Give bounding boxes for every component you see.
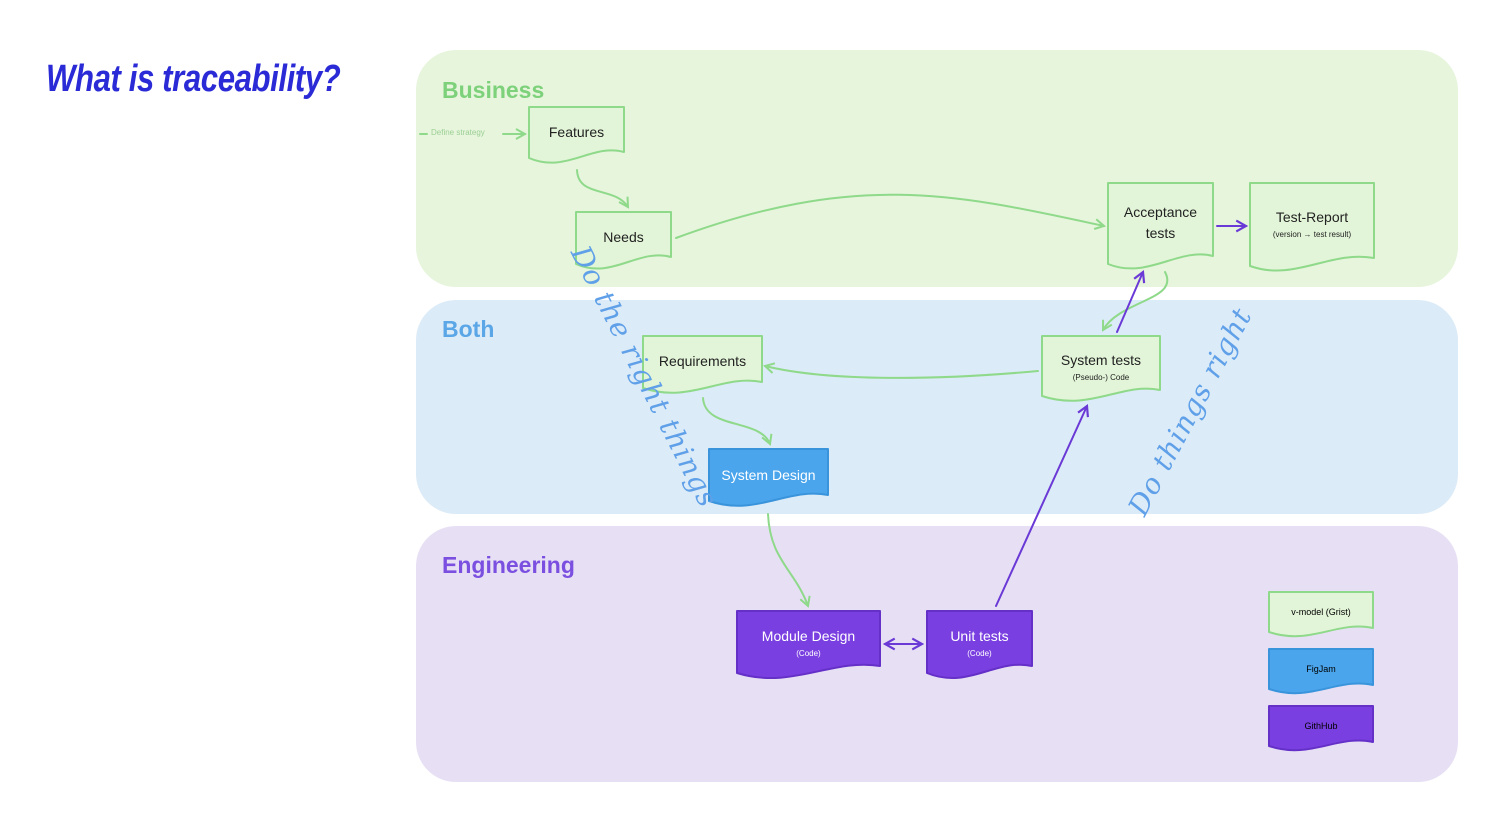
design-to-module-arrow [767,513,808,606]
system-design-node[interactable] [708,448,829,507]
legend-figjam-swatch [1268,648,1374,695]
features-to-needs-arrow [576,169,628,207]
unittests-to-systemtests-arrow [995,406,1087,607]
engineering-lane-label: Engineering [442,552,575,578]
define-strategy-label: Define strategy [431,128,485,137]
systemtests-to-acceptance-arrow [1116,272,1143,333]
legend-grist-swatch [1268,591,1374,638]
features-node[interactable] [528,106,625,164]
system-tests-node[interactable] [1041,335,1161,402]
slide-title: What is traceability? [46,58,341,100]
legend-github-swatch [1268,705,1374,752]
needs-to-acceptance-arrow [675,193,1104,239]
business-lane-label: Business [442,77,545,103]
report-node[interactable] [1249,182,1375,272]
unit-tests-node[interactable] [926,610,1033,679]
systemtests-to-requirements-arrow [765,366,1039,379]
both-lane-label: Both [442,316,495,342]
acceptance-to-systemtests-arrow [1103,271,1169,330]
requirements-node[interactable] [642,335,763,394]
both-lane: Both [416,300,1458,514]
module-design-node[interactable] [736,610,881,680]
requirements-to-design-arrow [702,397,770,444]
needs-node[interactable] [575,211,672,270]
acceptance-node[interactable] [1107,182,1214,270]
